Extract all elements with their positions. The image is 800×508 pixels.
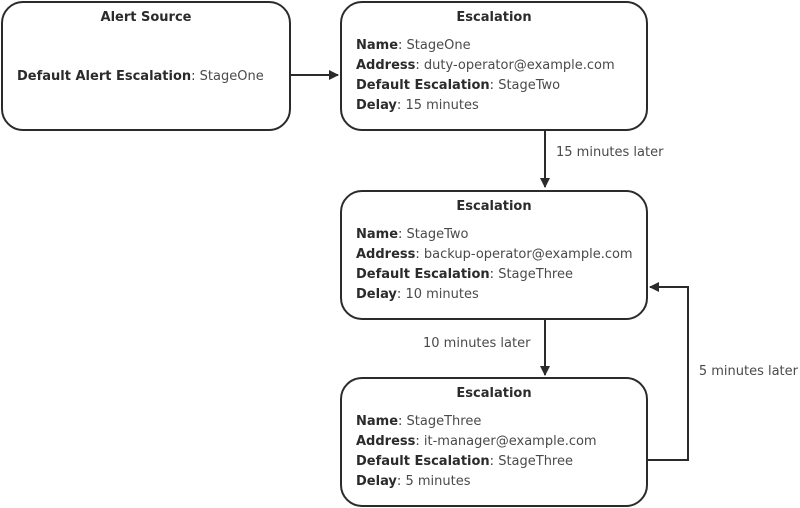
delay-field: Delay: 10 minutes	[356, 287, 479, 302]
default-alert-escalation-value: StageOne	[199, 69, 264, 84]
escalation-box-stage-one: Escalation Name: StageOne Address: duty-…	[340, 1, 648, 131]
name-key: Name	[356, 227, 399, 242]
edge-label-stage2-to-stage3: 10 minutes later	[423, 336, 531, 351]
name-value: StageThree	[406, 414, 482, 429]
escalation-box-stage-three: Escalation Name: StageThree Address: it-…	[340, 377, 648, 507]
default-escalation-value: StageThree	[498, 454, 573, 469]
escalation-title: Escalation	[456, 199, 532, 214]
name-field: Name: StageTwo	[356, 227, 469, 242]
default-escalation-key: Default Escalation	[356, 78, 490, 93]
escalation-title: Escalation	[456, 386, 532, 401]
delay-field: Delay: 15 minutes	[356, 98, 479, 113]
name-field: Name: StageOne	[356, 38, 471, 53]
alert-source-box: Alert Source Default Alert Escalation: S…	[1, 1, 291, 131]
name-value: StageTwo	[406, 227, 469, 242]
default-escalation-field: Default Escalation: StageTwo	[356, 78, 561, 93]
name-key: Name	[356, 38, 399, 53]
name-field: Name: StageThree	[356, 414, 482, 429]
default-alert-escalation-key: Default Alert Escalation	[17, 69, 192, 84]
delay-value: 5 minutes	[405, 474, 471, 489]
delay-field: Delay: 5 minutes	[356, 474, 471, 489]
alert-source-title: Alert Source	[100, 10, 192, 25]
default-escalation-value: StageTwo	[498, 78, 561, 93]
address-field: Address: backup-operator@example.com	[356, 247, 633, 262]
default-escalation-field: Default Escalation: StageThree	[356, 454, 573, 469]
delay-key: Delay	[356, 474, 397, 489]
delay-key: Delay	[356, 287, 397, 302]
address-field: Address: duty-operator@example.com	[356, 58, 615, 73]
default-escalation-value: StageThree	[498, 267, 573, 282]
delay-value: 15 minutes	[405, 98, 479, 113]
address-key: Address	[356, 247, 416, 262]
escalation-box-stage-two: Escalation Name: StageTwo Address: backu…	[340, 190, 648, 320]
delay-key: Delay	[356, 98, 397, 113]
address-field: Address: it-manager@example.com	[356, 434, 597, 449]
address-key: Address	[356, 58, 416, 73]
address-value: backup-operator@example.com	[423, 247, 633, 262]
default-escalation-key: Default Escalation	[356, 454, 490, 469]
address-key: Address	[356, 434, 416, 449]
default-escalation-key: Default Escalation	[356, 267, 490, 282]
name-key: Name	[356, 414, 399, 429]
address-value: duty-operator@example.com	[423, 58, 615, 73]
edge-label-stage1-to-stage2: 15 minutes later	[556, 145, 664, 160]
default-alert-escalation-field: Default Alert Escalation: StageOne	[17, 69, 264, 84]
delay-value: 10 minutes	[405, 287, 479, 302]
default-escalation-field: Default Escalation: StageThree	[356, 267, 573, 282]
name-value: StageOne	[406, 38, 471, 53]
address-value: it-manager@example.com	[423, 434, 597, 449]
edge-label-stage3-to-stage2: 5 minutes later	[698, 364, 798, 379]
escalation-title: Escalation	[456, 10, 532, 25]
